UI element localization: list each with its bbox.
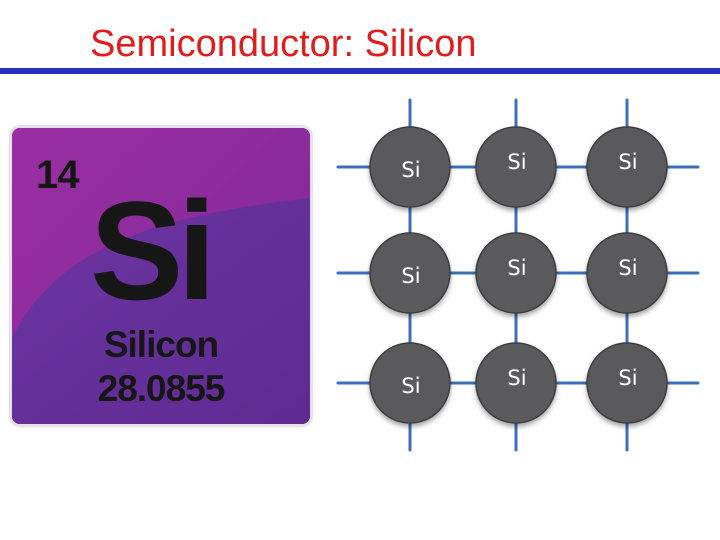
- atom-label-r3c1: Si: [401, 374, 420, 398]
- atom-label-r1c3: Si: [618, 150, 637, 174]
- silicon-atom-r3c1: [369, 342, 451, 424]
- silicon-atom-r3c3: [586, 342, 668, 424]
- atomic-number: 14: [36, 153, 79, 197]
- atom-label-r1c1: Si: [401, 158, 420, 182]
- atom-label-r3c2: Si: [507, 366, 526, 390]
- atom-label-r2c3: Si: [618, 256, 637, 280]
- atom-label-r2c1: Si: [401, 264, 420, 288]
- slide-title: Semiconductor: Silicon: [90, 23, 477, 65]
- silicon-atom-r2c3: [586, 232, 668, 314]
- element-name: Silicon: [103, 324, 219, 365]
- silicon-atom-r1c3: [586, 126, 668, 208]
- periodic-element-tile: 14 Si Silicon 28.0855: [12, 128, 310, 424]
- element-symbol: Si: [90, 172, 216, 329]
- silicon-atom-r2c2: [475, 232, 557, 314]
- atomic-mass: 28.0855: [97, 368, 226, 409]
- atom-label-r2c2: Si: [507, 256, 526, 280]
- tile-background-wave: [12, 128, 310, 424]
- silicon-atom-r2c1: [369, 232, 451, 314]
- title-underline: [0, 68, 720, 74]
- silicon-atom-r1c1: [369, 126, 451, 208]
- atom-label-r3c3: Si: [618, 366, 637, 390]
- silicon-atom-r1c2: [475, 126, 557, 208]
- atom-label-r1c2: Si: [507, 150, 526, 174]
- silicon-atom-r3c2: [475, 342, 557, 424]
